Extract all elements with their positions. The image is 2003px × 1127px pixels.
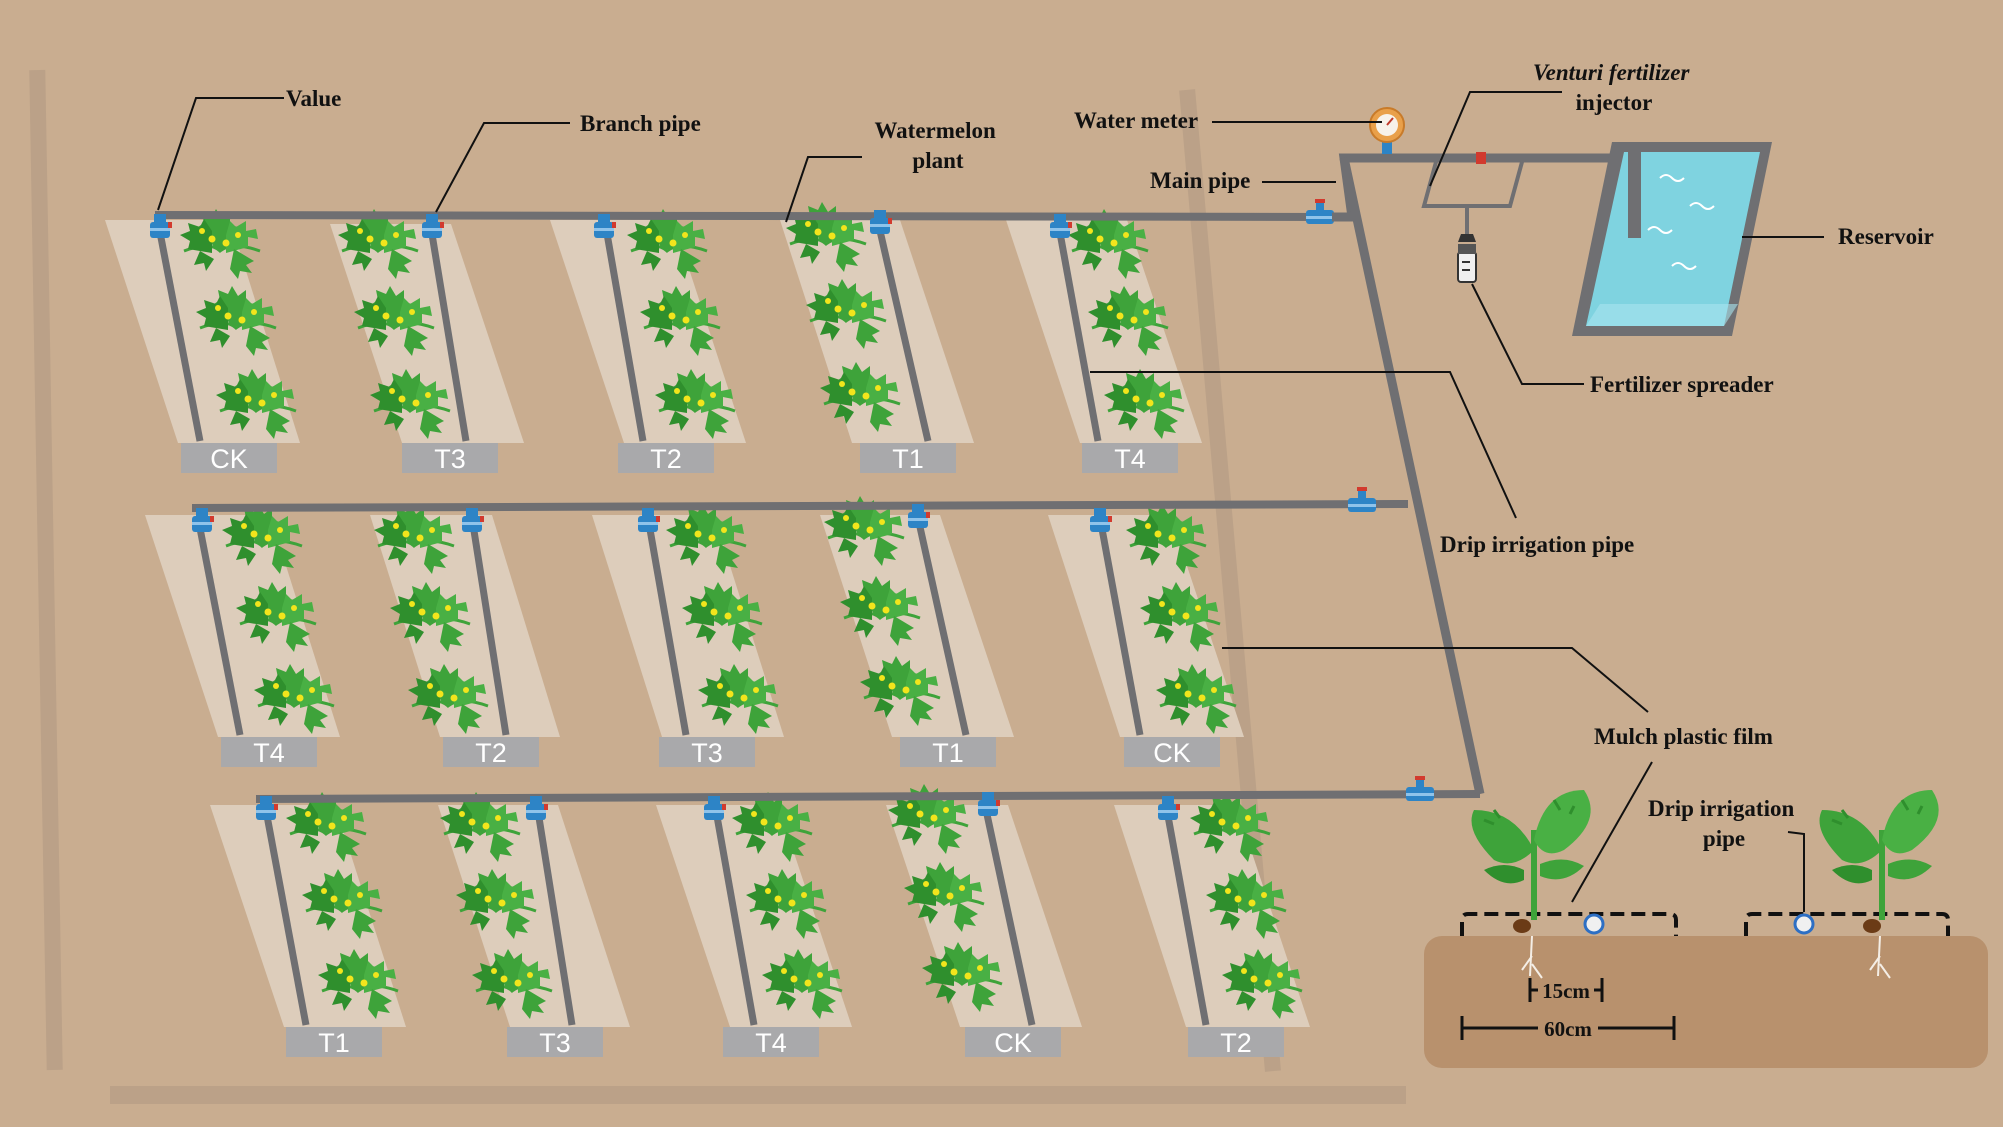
plot-tags-row-1: CK T3 T2 T1 T4 bbox=[181, 443, 1178, 474]
plot-tag: T2 bbox=[1220, 1028, 1252, 1058]
plot-tag: T3 bbox=[539, 1028, 571, 1058]
label-venturi-injector: Venturi fertilizer injector bbox=[1533, 60, 1695, 115]
plot-tag: CK bbox=[210, 444, 248, 474]
plot-tag: T4 bbox=[253, 738, 285, 768]
plot-tag: T1 bbox=[892, 444, 924, 474]
plot-tag: T1 bbox=[318, 1028, 350, 1058]
label-water-meter: Water meter bbox=[1074, 108, 1198, 133]
dim-15cm: 15cm bbox=[1542, 979, 1590, 1003]
plot-tag: T3 bbox=[434, 444, 466, 474]
plot-tag: T3 bbox=[691, 738, 723, 768]
label-mulch-plastic-film: Mulch plastic film bbox=[1594, 724, 1773, 749]
plot-tag: T2 bbox=[475, 738, 507, 768]
label-drip-irrigation-pipe-cross: Drip irrigation pipe bbox=[1648, 796, 1800, 851]
plot-tag: T1 bbox=[932, 738, 964, 768]
label-fertilizer-spreader: Fertilizer spreader bbox=[1590, 372, 1774, 397]
plot-row-2 bbox=[145, 494, 1244, 737]
plot-row-3 bbox=[210, 782, 1310, 1027]
plot-tags-row-3: T1 T3 T4 CK T2 bbox=[286, 1027, 1284, 1058]
plot-row-1 bbox=[105, 200, 1202, 443]
label-reservoir: Reservoir bbox=[1838, 224, 1934, 249]
water-meter-icon bbox=[1369, 107, 1405, 154]
reservoir-tank bbox=[1572, 142, 1772, 336]
label-main-pipe: Main pipe bbox=[1150, 168, 1250, 193]
plot-tag: CK bbox=[994, 1028, 1032, 1058]
plot-tag: CK bbox=[1153, 738, 1191, 768]
label-value: Value bbox=[286, 86, 341, 111]
leader-lines bbox=[157, 91, 1824, 912]
plot-tags-row-2: T4 T2 T3 T1 CK bbox=[221, 737, 1220, 768]
dim-60cm: 60cm bbox=[1544, 1017, 1592, 1041]
plot-tag: T4 bbox=[1114, 444, 1146, 474]
label-drip-irrigation-pipe: Drip irrigation pipe bbox=[1440, 532, 1634, 557]
plot-tag: T2 bbox=[650, 444, 682, 474]
plot-tag: T4 bbox=[755, 1028, 787, 1058]
label-watermelon-plant: Watermelon plant bbox=[874, 118, 1001, 173]
label-branch-pipe: Branch pipe bbox=[580, 111, 701, 136]
